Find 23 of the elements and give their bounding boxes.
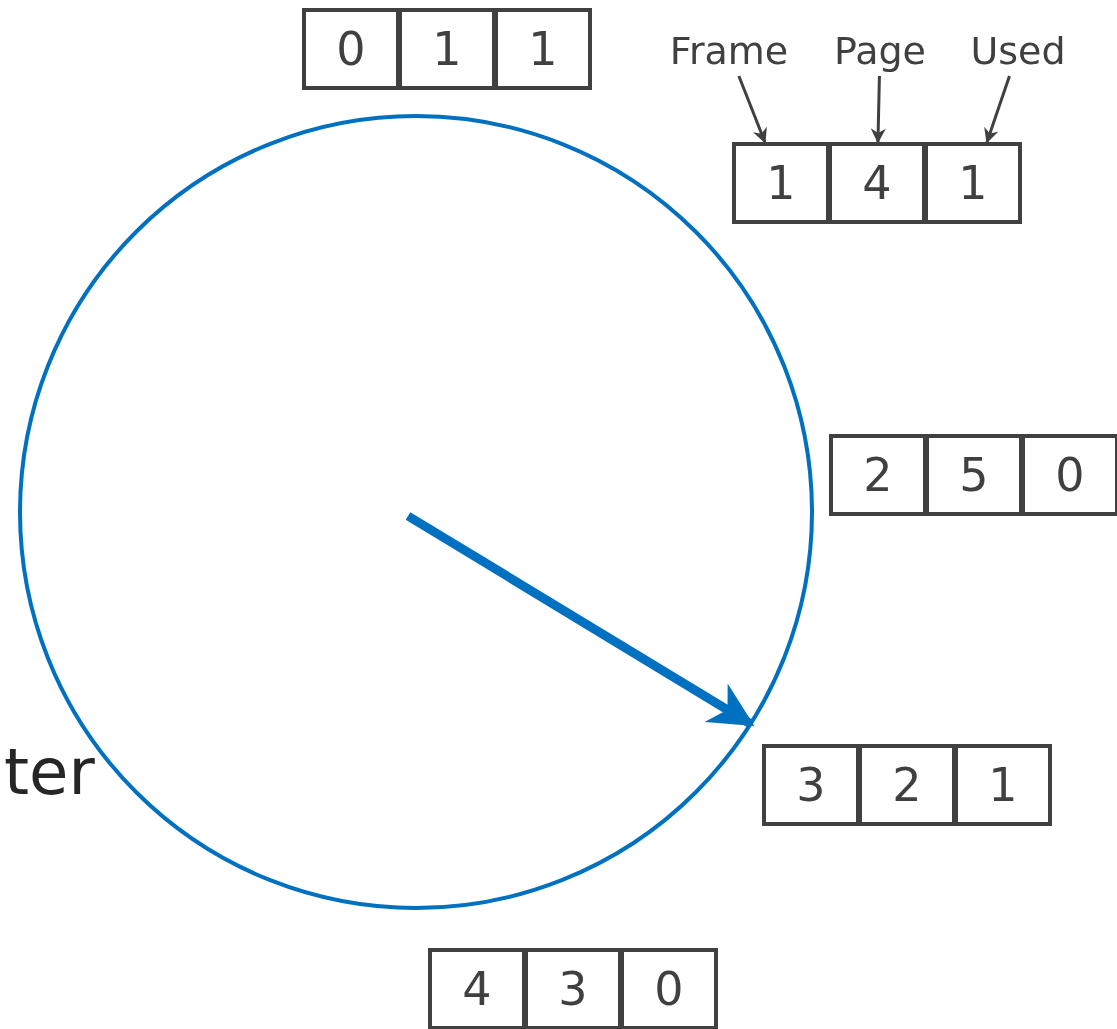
table-cell: 2 (858, 744, 956, 826)
table-cell: 4 (428, 948, 526, 1029)
clock-hand-arrow (405, 512, 755, 728)
table-cell: 3 (762, 744, 860, 826)
table-cell: 0 (620, 948, 718, 1029)
table-cell: 4 (828, 142, 926, 224)
table-cell: 0 (302, 8, 400, 90)
table-cell: 1 (494, 8, 592, 90)
table-cell: 1 (924, 142, 1022, 224)
table-cell: 3 (524, 948, 622, 1029)
table-cell: 1 (954, 744, 1052, 826)
table-cell: 1 (398, 8, 496, 90)
field-label: Page (830, 26, 930, 76)
leader-arrow (984, 75, 1011, 144)
table-cell: 5 (925, 434, 1023, 516)
leader-arrow (737, 75, 767, 144)
table-cell: 0 (1021, 434, 1117, 516)
cut-off-text: ter (4, 735, 95, 809)
field-label: Used (966, 26, 1070, 76)
table-cell: 2 (829, 434, 927, 516)
table-cell: 1 (732, 142, 830, 224)
field-label: Frame (664, 26, 794, 76)
leader-arrow (870, 75, 886, 144)
